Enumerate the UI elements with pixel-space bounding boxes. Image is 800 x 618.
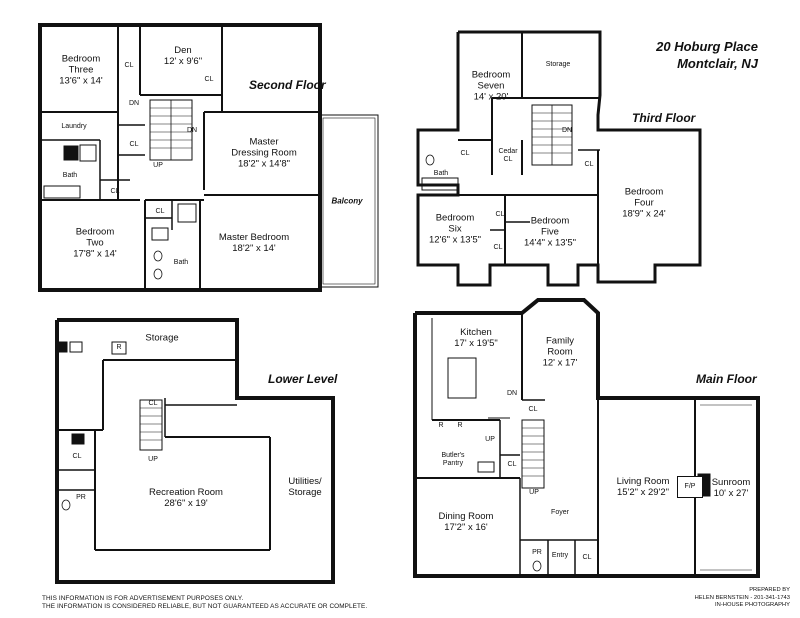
main-cl-3: CL — [582, 554, 592, 561]
address-street: 20 Hoburg Place — [656, 39, 758, 54]
second-floor-walls — [38, 23, 379, 292]
disclaimer-line-2: THE INFORMATION IS CONSIDERED RELIABLE, … — [42, 603, 368, 610]
main-floor-title: Main Floor — [696, 372, 757, 386]
third-dn: DN — [561, 127, 573, 134]
lower-level-walls — [55, 318, 335, 584]
second-floor-title: Second Floor — [249, 78, 326, 92]
balcony-label: Balcony — [331, 196, 363, 206]
credit-line-1: PREPARED BY — [749, 587, 790, 593]
second-cl-5: CL — [155, 208, 165, 215]
address-city: Montclair, NJ — [677, 56, 758, 71]
room-bath-2: Bath — [173, 259, 189, 266]
third-cl-4: CL — [493, 244, 503, 251]
room-foyer: Foyer — [551, 509, 569, 516]
property-address: 20 Hoburg Place Montclair, NJ — [594, 38, 758, 72]
room-storage-lower: Storage — [145, 332, 179, 344]
photographer-credit: PREPARED BY HELEN BERNSTEIN - 201-341-17… — [650, 587, 790, 610]
third-cl-2: CL — [584, 161, 594, 168]
main-cl-1: CL — [528, 406, 538, 413]
main-refrigerator-2: R — [457, 422, 463, 429]
third-floor-title: Third Floor — [632, 111, 696, 125]
lower-up: UP — [148, 456, 158, 463]
credit-line-3: IN-HOUSE PHOTOGRAPHY — [715, 602, 790, 608]
lower-refrigerator: R — [116, 344, 122, 351]
second-cl-3: CL — [129, 141, 139, 148]
lower-cl-2: CL — [72, 453, 82, 460]
second-dn-1: DN — [128, 100, 140, 107]
room-powder-lower: PR — [76, 494, 86, 501]
main-up-2: UP — [529, 489, 539, 496]
room-powder-main: PR — [532, 549, 542, 556]
main-up-1: UP — [485, 436, 495, 443]
third-floor-walls — [416, 30, 702, 287]
room-bath-1: Bath — [62, 172, 78, 179]
room-storage-third: Storage — [545, 61, 571, 68]
disclaimer-line-1: THIS INFORMATION IS FOR ADVERTISEMENT PU… — [42, 595, 244, 602]
lower-cl-1: CL — [148, 400, 158, 407]
room-entry: Entry — [551, 552, 569, 559]
room-utilities-storage: Utilities/Storage — [288, 476, 322, 498]
second-dn-2: DN — [186, 127, 198, 134]
third-cl-3: CL — [495, 211, 505, 218]
main-cl-2: CL — [507, 461, 517, 468]
second-up: UP — [153, 162, 163, 169]
room-laundry: Laundry — [61, 123, 87, 130]
second-cl-2: CL — [204, 76, 214, 83]
main-dn: DN — [506, 390, 518, 397]
fireplace: F/P — [677, 476, 703, 498]
credit-line-2: HELEN BERNSTEIN - 201-341-1743 — [694, 594, 790, 601]
lower-level-title: Lower Level — [268, 372, 338, 386]
second-cl-4: CL — [110, 188, 120, 195]
third-cl-1: CL — [460, 150, 470, 157]
second-cl-1: CL — [124, 62, 134, 69]
room-bath-third: Bath — [433, 170, 449, 177]
main-refrigerator-1: R — [438, 422, 444, 429]
disclaimer: THIS INFORMATION IS FOR ADVERTISEMENT PU… — [42, 595, 367, 611]
